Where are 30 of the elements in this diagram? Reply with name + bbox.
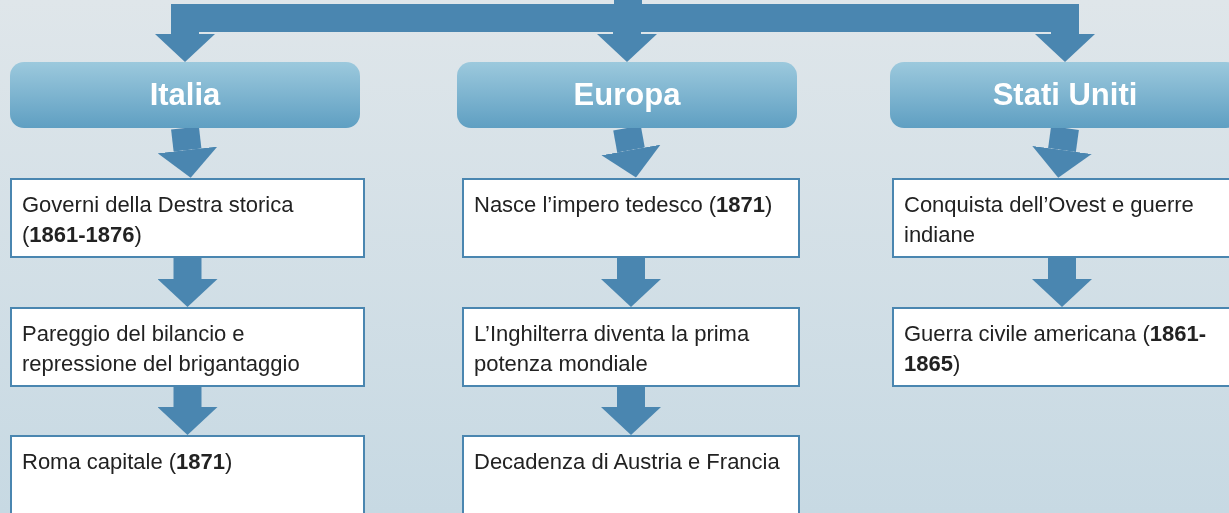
header-text: Stati Uniti: [992, 77, 1138, 113]
arrow: [157, 126, 218, 178]
box-text: Decadenza di Austria e Francia: [474, 448, 781, 476]
arrow: [601, 387, 661, 435]
text-box: [10, 307, 365, 387]
arrow: [1032, 126, 1092, 178]
header-banner: [457, 62, 797, 128]
text-box: [462, 307, 800, 387]
arrow: [1032, 258, 1092, 307]
arrow: [157, 387, 218, 435]
arrow: [157, 258, 218, 307]
box-text: Governi della Destra storica (1861-1876): [22, 191, 295, 249]
arrow: [601, 258, 661, 307]
text-box: [10, 435, 365, 513]
box-text: Conquista dell’Ovest e guerre indiane: [904, 191, 1195, 249]
header-banner: [10, 62, 360, 128]
text-box: [892, 178, 1229, 258]
box-text: Roma capitale (1871): [22, 448, 234, 476]
header-text: Europa: [573, 77, 681, 113]
text-box: [892, 307, 1229, 387]
text-box: [462, 435, 800, 513]
box-text: L’Inghilterra diventa la prima potenza mondiale: [474, 320, 751, 378]
box-text: Guerra civile americana (1861-1865): [904, 320, 1208, 378]
header-text: Italia: [149, 77, 221, 113]
text-box: [462, 178, 800, 258]
box-text: Nasce l’impero tedesco (1871): [474, 191, 774, 219]
header-banner: [890, 62, 1229, 128]
box-text: Pareggio del bilancio e repressione del brigantaggio: [22, 320, 301, 378]
text-box: [10, 178, 365, 258]
arrow: [601, 125, 661, 178]
